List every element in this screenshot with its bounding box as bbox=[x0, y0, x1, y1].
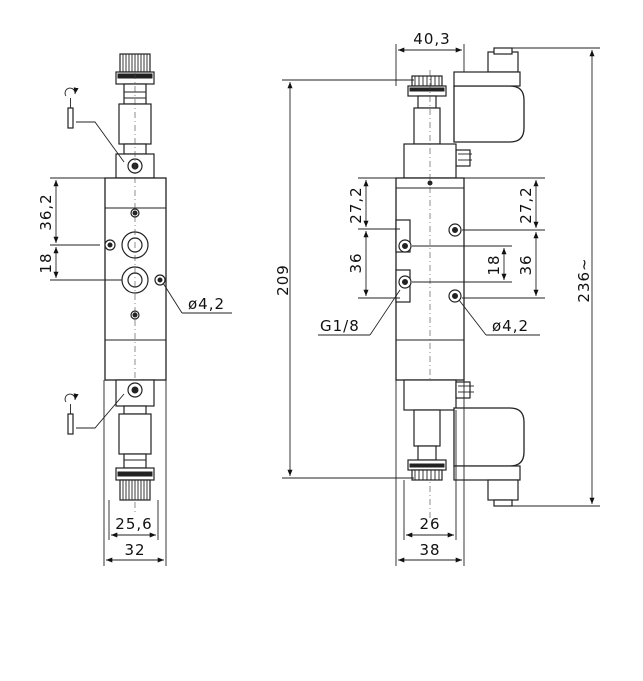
bottom-actuator-side bbox=[403, 379, 457, 481]
front-left-dimensions: 36,2 18 bbox=[37, 177, 122, 281]
bottom-solenoid-coil bbox=[453, 381, 525, 507]
screwdriver-icon bbox=[64, 87, 125, 163]
dim-height-coil-label: 236~ bbox=[575, 257, 593, 302]
dim-left-lower-label: 36 bbox=[347, 252, 365, 273]
front-mount-hole-dimension: ø4,2 bbox=[162, 282, 232, 314]
screwdriver-icon bbox=[64, 393, 125, 435]
side-total-height-dimension: 209 bbox=[274, 79, 414, 479]
side-port-thread-dimension: G1/8 bbox=[318, 289, 401, 336]
dim-total-height-label: 209 bbox=[274, 264, 292, 296]
side-top-dimension: 40,3 bbox=[395, 30, 465, 86]
front-view: 36,2 18 ø4,2 25,6 32 bbox=[37, 53, 232, 566]
side-right-dimensions: 27,2 18 36 bbox=[412, 177, 545, 299]
dim-inner-width-label: 25,6 bbox=[115, 515, 152, 533]
side-left-dimensions: 27,2 36 bbox=[347, 177, 400, 299]
dim-right-upper-label: 27,2 bbox=[517, 186, 535, 223]
top-solenoid-coil bbox=[453, 47, 525, 167]
top-actuator bbox=[115, 53, 155, 179]
dim-port-thread-label: G1/8 bbox=[320, 317, 360, 335]
dim-left-upper-label: 27,2 bbox=[347, 186, 365, 223]
side-coil-height-dimension: 236~ bbox=[512, 47, 600, 507]
valve-body bbox=[104, 60, 167, 515]
dim-inner-width-side-label: 26 bbox=[419, 515, 440, 533]
side-view: 40,3 209 236~ 27,2 36 bbox=[274, 30, 600, 566]
dim-right-lower-label: 36 bbox=[517, 254, 535, 275]
dim-outer-width-label: 32 bbox=[124, 541, 145, 559]
dim-right-mid-label: 18 bbox=[485, 254, 503, 275]
front-bottom-dimensions: 25,6 32 bbox=[103, 380, 167, 566]
dim-port-spacing-label: 18 bbox=[37, 252, 55, 273]
dim-outer-width-side-label: 38 bbox=[419, 541, 440, 559]
dim-mount-hole-label: ø4,2 bbox=[188, 295, 225, 313]
dim-coil-width-label: 40,3 bbox=[413, 30, 450, 48]
side-bottom-dimensions: 26 38 bbox=[395, 380, 465, 566]
side-mount-hole-dimension: ø4,2 bbox=[458, 299, 540, 336]
valve-body-side bbox=[395, 70, 465, 520]
dim-mount-hole-side-label: ø4,2 bbox=[492, 317, 529, 335]
dim-top-port-label: 36,2 bbox=[37, 193, 55, 230]
bottom-actuator bbox=[115, 379, 155, 501]
